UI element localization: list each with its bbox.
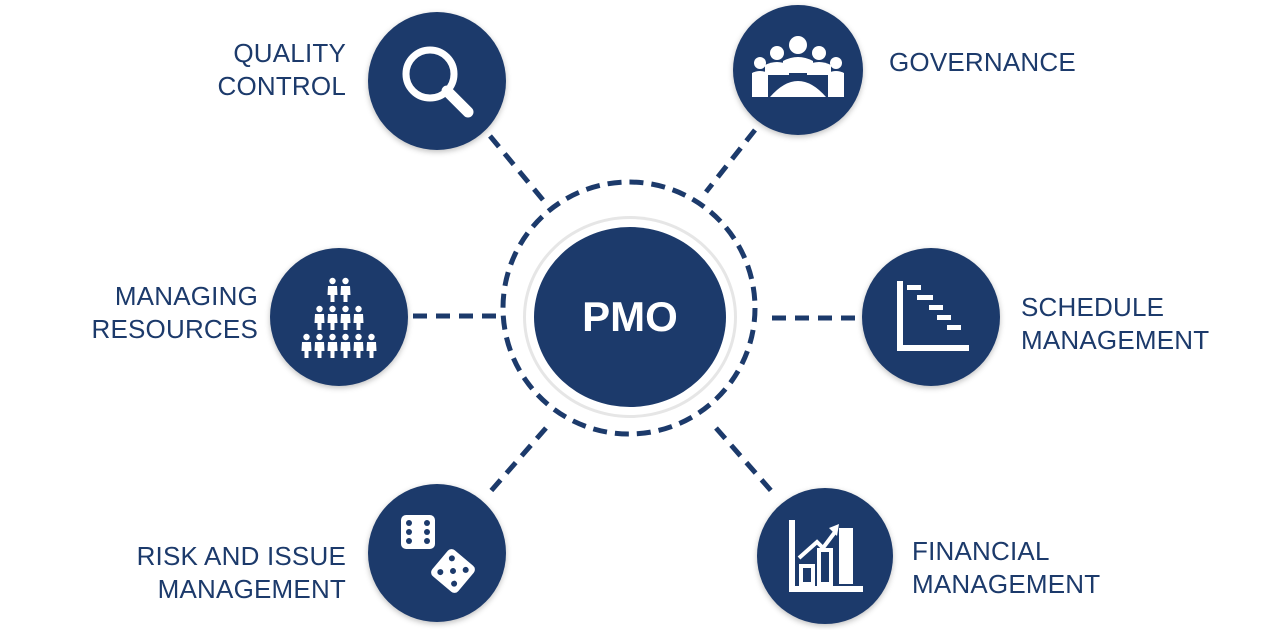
financial-management-node xyxy=(757,488,893,624)
person-figure-body xyxy=(327,286,338,302)
financial-management-line-2: MANAGEMENT xyxy=(912,569,1101,599)
schedule-management-line-1: SCHEDULE xyxy=(1021,292,1165,322)
connector-financial xyxy=(714,426,776,496)
person-figure-head xyxy=(355,305,362,313)
quality-control-label: QUALITY CONTROL xyxy=(148,37,346,103)
connector-quality-control xyxy=(488,134,550,208)
gantt-icon xyxy=(897,281,969,351)
schedule-management-line-2: MANAGEMENT xyxy=(1021,325,1210,355)
quality-control-line-1: QUALITY xyxy=(233,38,346,68)
person-figure-head xyxy=(303,333,310,341)
pmo-hub: PMO xyxy=(534,227,726,407)
meeting-icon xyxy=(752,36,844,97)
connector-governance xyxy=(704,128,757,194)
person-figure-body xyxy=(340,342,351,358)
quality-control-line-2: CONTROL xyxy=(217,71,346,101)
person-figure-head xyxy=(316,305,323,313)
risk-issue-line-2: MANAGEMENT xyxy=(157,574,346,604)
person-figure-body xyxy=(353,342,364,358)
risk-issue-label: RISK AND ISSUE MANAGEMENT xyxy=(88,540,346,606)
hub-label: PMO xyxy=(582,293,678,340)
person-figure-body xyxy=(301,342,312,358)
person-figure-head xyxy=(355,333,362,341)
person-figure-body xyxy=(314,314,325,330)
risk-issue-node xyxy=(368,484,506,622)
managing-resources-line-2: RESOURCES xyxy=(91,314,258,344)
person-figure-body xyxy=(340,314,351,330)
governance-line-1: GOVERNANCE xyxy=(889,47,1076,77)
managing-resources-line-1: MANAGING xyxy=(114,281,258,311)
person-figure-body xyxy=(353,314,364,330)
growth-chart-icon xyxy=(789,520,863,592)
managing-resources-node xyxy=(270,248,408,386)
managing-resources-label: MANAGING RESOURCES xyxy=(58,280,258,346)
schedule-management-node xyxy=(862,248,1000,386)
magnifier-icon xyxy=(402,46,474,118)
person-figure-head xyxy=(316,333,323,341)
person-figure-head xyxy=(329,305,336,313)
person-figure-body xyxy=(314,342,325,358)
risk-issue-line-1: RISK AND ISSUE xyxy=(136,541,346,571)
person-figure-body xyxy=(340,286,351,302)
person-figure-head xyxy=(342,333,349,341)
person-figure-head xyxy=(342,305,349,313)
person-figure-head xyxy=(342,277,349,285)
quality-control-node xyxy=(368,12,506,150)
person-figure-body xyxy=(327,342,338,358)
people-pyramid-icon xyxy=(301,277,377,358)
person-figure-head xyxy=(329,333,336,341)
governance-label: GOVERNANCE xyxy=(889,46,1109,79)
person-figure-head xyxy=(329,277,336,285)
hub-dashed-ring xyxy=(500,179,758,437)
schedule-management-label: SCHEDULE MANAGEMENT xyxy=(1021,291,1241,357)
financial-management-line-1: FINANCIAL xyxy=(912,536,1050,566)
person-figure-body xyxy=(327,314,338,330)
dice-icon xyxy=(401,515,475,593)
person-figure-head xyxy=(368,333,375,341)
connector-risk-issue xyxy=(488,426,548,494)
governance-node xyxy=(733,5,863,135)
person-figure-body xyxy=(366,342,377,358)
financial-management-label: FINANCIAL MANAGEMENT xyxy=(912,535,1132,601)
